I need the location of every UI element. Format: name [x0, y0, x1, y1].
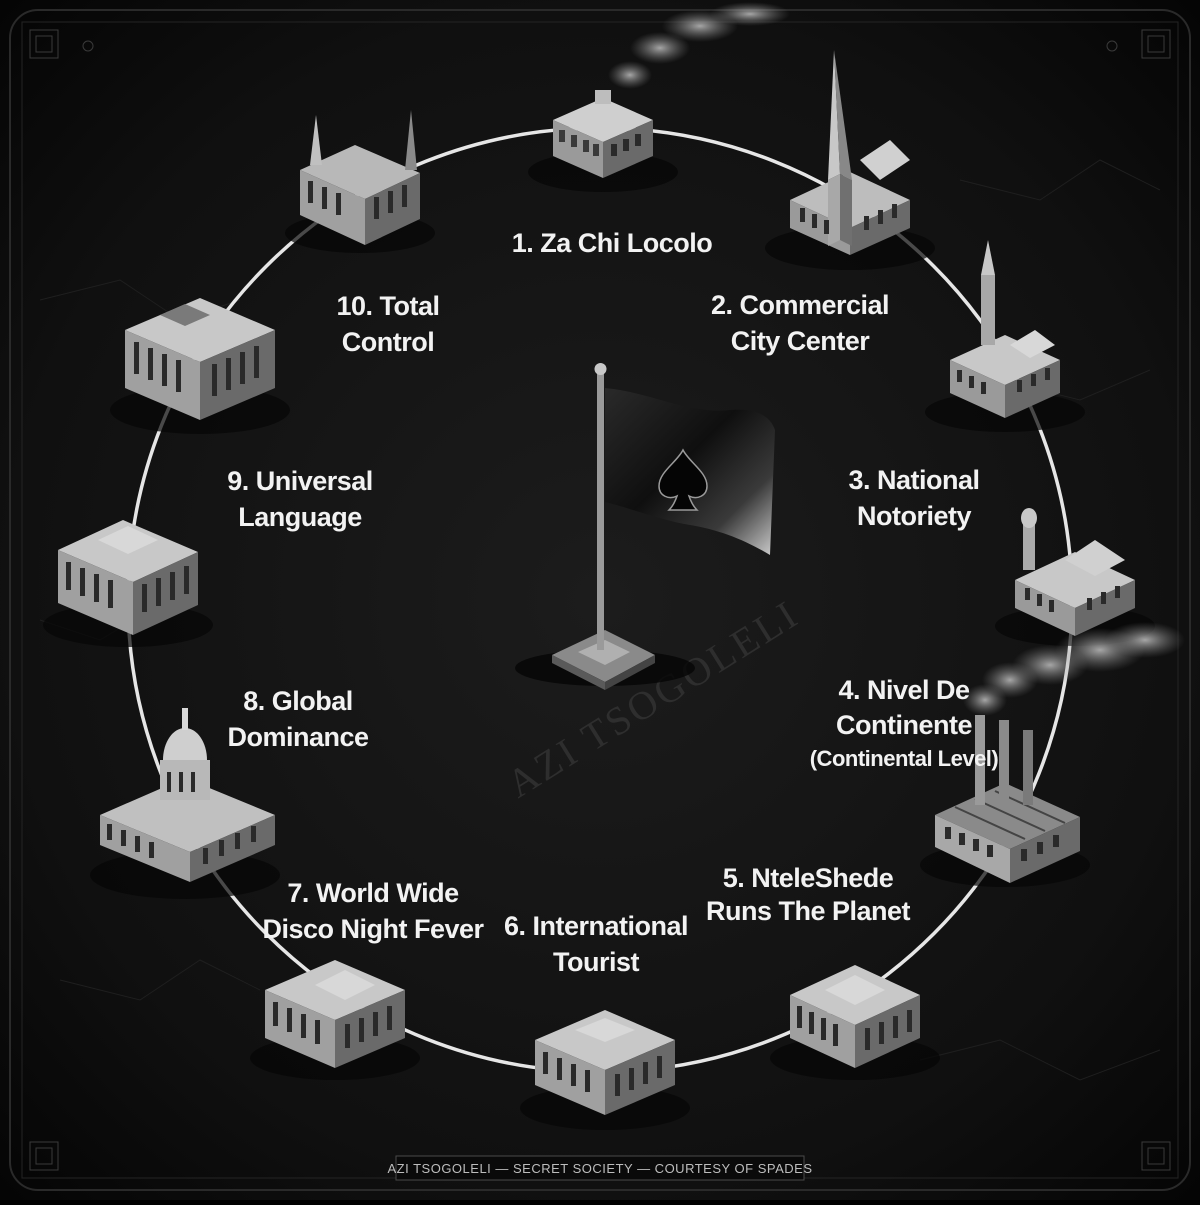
building-step-5: [920, 715, 1090, 887]
label-step-4-line-2: Continente: [836, 710, 972, 740]
outer-frame: [9, 9, 1191, 1191]
spade-icon: [658, 448, 708, 511]
footer-caption: AZI TSOGOLELI — SECRET SOCIETY — COURTES…: [388, 1161, 813, 1176]
label-step-8-line-1: 8. Global: [243, 686, 353, 716]
label-step-4-line-1: 4. Nivel De: [838, 675, 970, 705]
label-step-8-line-2: Dominance: [227, 722, 369, 752]
label-step-3-line-1: 3. National: [848, 465, 979, 495]
building-step-6: [770, 965, 940, 1080]
label-step-6-line-2: Tourist: [553, 947, 639, 977]
label-step-7-line-2: Disco Night Fever: [262, 914, 484, 944]
building-step-3: [925, 240, 1085, 432]
central-flag: [515, 363, 775, 690]
building-step-2: [765, 50, 935, 270]
building-step-10: [43, 520, 213, 647]
label-step-10-line-1: 10. Total: [336, 291, 439, 321]
building-step-9: [90, 708, 280, 899]
label-step-5-line-1: 5. NteleShede: [723, 863, 894, 893]
label-step-6-line-1: 6. International: [504, 911, 688, 941]
label-step-7-line-1: 7. World Wide: [287, 878, 459, 908]
label-step-5-line-2: Runs The Planet: [706, 896, 911, 926]
building-step-8: [250, 960, 420, 1080]
label-step-9-line-1: 9. Universal: [227, 466, 373, 496]
corner-ornament-top-left: [29, 29, 94, 59]
building-step-1: [528, 90, 678, 192]
label-step-3-line-2: Notoriety: [857, 501, 971, 531]
corner-ornament-bottom-right: [1141, 1141, 1171, 1171]
label-step-10-line-2: Control: [342, 327, 434, 357]
building-step-7: [520, 1010, 690, 1130]
label-step-4-line-3: (Continental Level): [810, 746, 999, 771]
step-labels: 1. Za Chi Locolo 2. Commercial City Cent…: [227, 228, 999, 977]
corner-ornament-top-right: [1106, 29, 1171, 59]
label-step-2-line-2: City Center: [731, 326, 871, 356]
footer-caption-box: AZI TSOGOLELI — SECRET SOCIETY — COURTES…: [388, 1155, 813, 1181]
label-step-2-line-1: 2. Commercial: [711, 290, 889, 320]
label-step-1: 1. Za Chi Locolo: [512, 228, 713, 258]
smoke-step-5: [963, 622, 1185, 716]
smoke-step-1: [608, 2, 790, 89]
label-step-9-line-2: Language: [238, 502, 362, 532]
building-step-11: [110, 298, 290, 434]
corner-ornament-bottom-left: [29, 1141, 59, 1171]
flag-pole: [597, 372, 604, 650]
building-step-12: [285, 110, 435, 253]
